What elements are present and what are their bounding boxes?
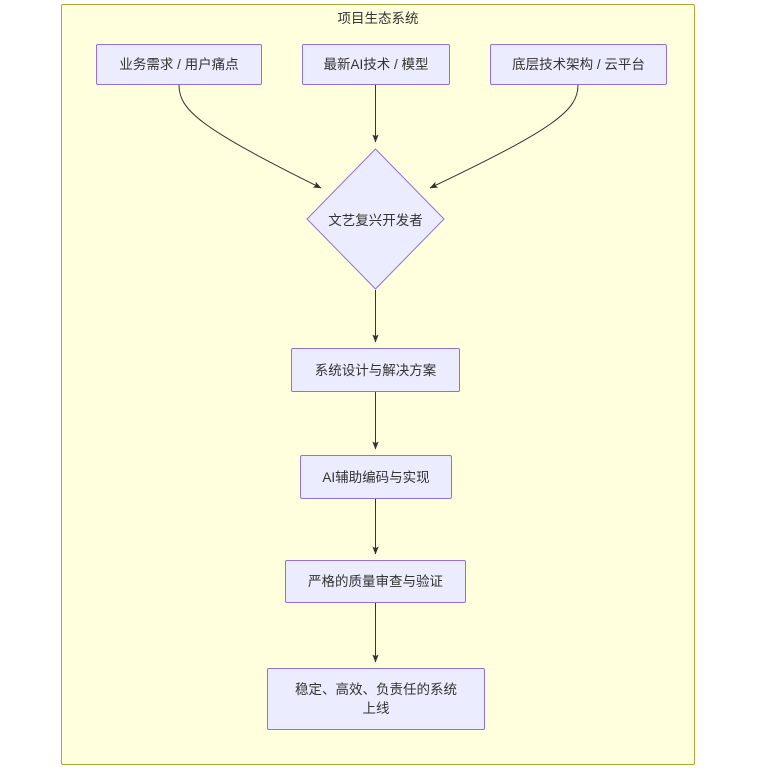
node-label-line-2: 上线: [362, 701, 390, 716]
node-infrastructure-platform[interactable]: 底层技术架构 / 云平台: [490, 44, 667, 85]
node-label: 底层技术架构 / 云平台: [512, 57, 645, 72]
node-label: 最新AI技术 / 模型: [323, 57, 429, 72]
node-label: 系统设计与解决方案: [314, 362, 437, 378]
node-label: 严格的质量审查与验证: [308, 574, 443, 589]
node-system-design[interactable]: 系统设计与解决方案: [291, 348, 460, 392]
node-quality-review[interactable]: 严格的质量审查与验证: [285, 560, 466, 603]
node-renaissance-developer[interactable]: 文艺复兴开发者: [306, 148, 445, 290]
node-system-launch[interactable]: 稳定、高效、负责任的系统 上线: [267, 668, 485, 730]
node-label-wrapper: 稳定、高效、负责任的系统 上线: [295, 680, 457, 718]
node-business-requirements[interactable]: 业务需求 / 用户痛点: [96, 44, 262, 85]
subgraph-title: 项目生态系统: [337, 11, 419, 26]
node-latest-ai-tech[interactable]: 最新AI技术 / 模型: [302, 44, 450, 85]
node-label-line-1: 稳定、高效、负责任的系统: [295, 682, 457, 697]
node-label: 文艺复兴开发者: [328, 213, 423, 228]
node-label: 业务需求 / 用户痛点: [119, 57, 239, 72]
diamond-shape: [306, 148, 445, 290]
node-ai-assisted-coding[interactable]: AI辅助编码与实现: [300, 455, 452, 499]
node-label: AI辅助编码与实现: [322, 469, 430, 485]
